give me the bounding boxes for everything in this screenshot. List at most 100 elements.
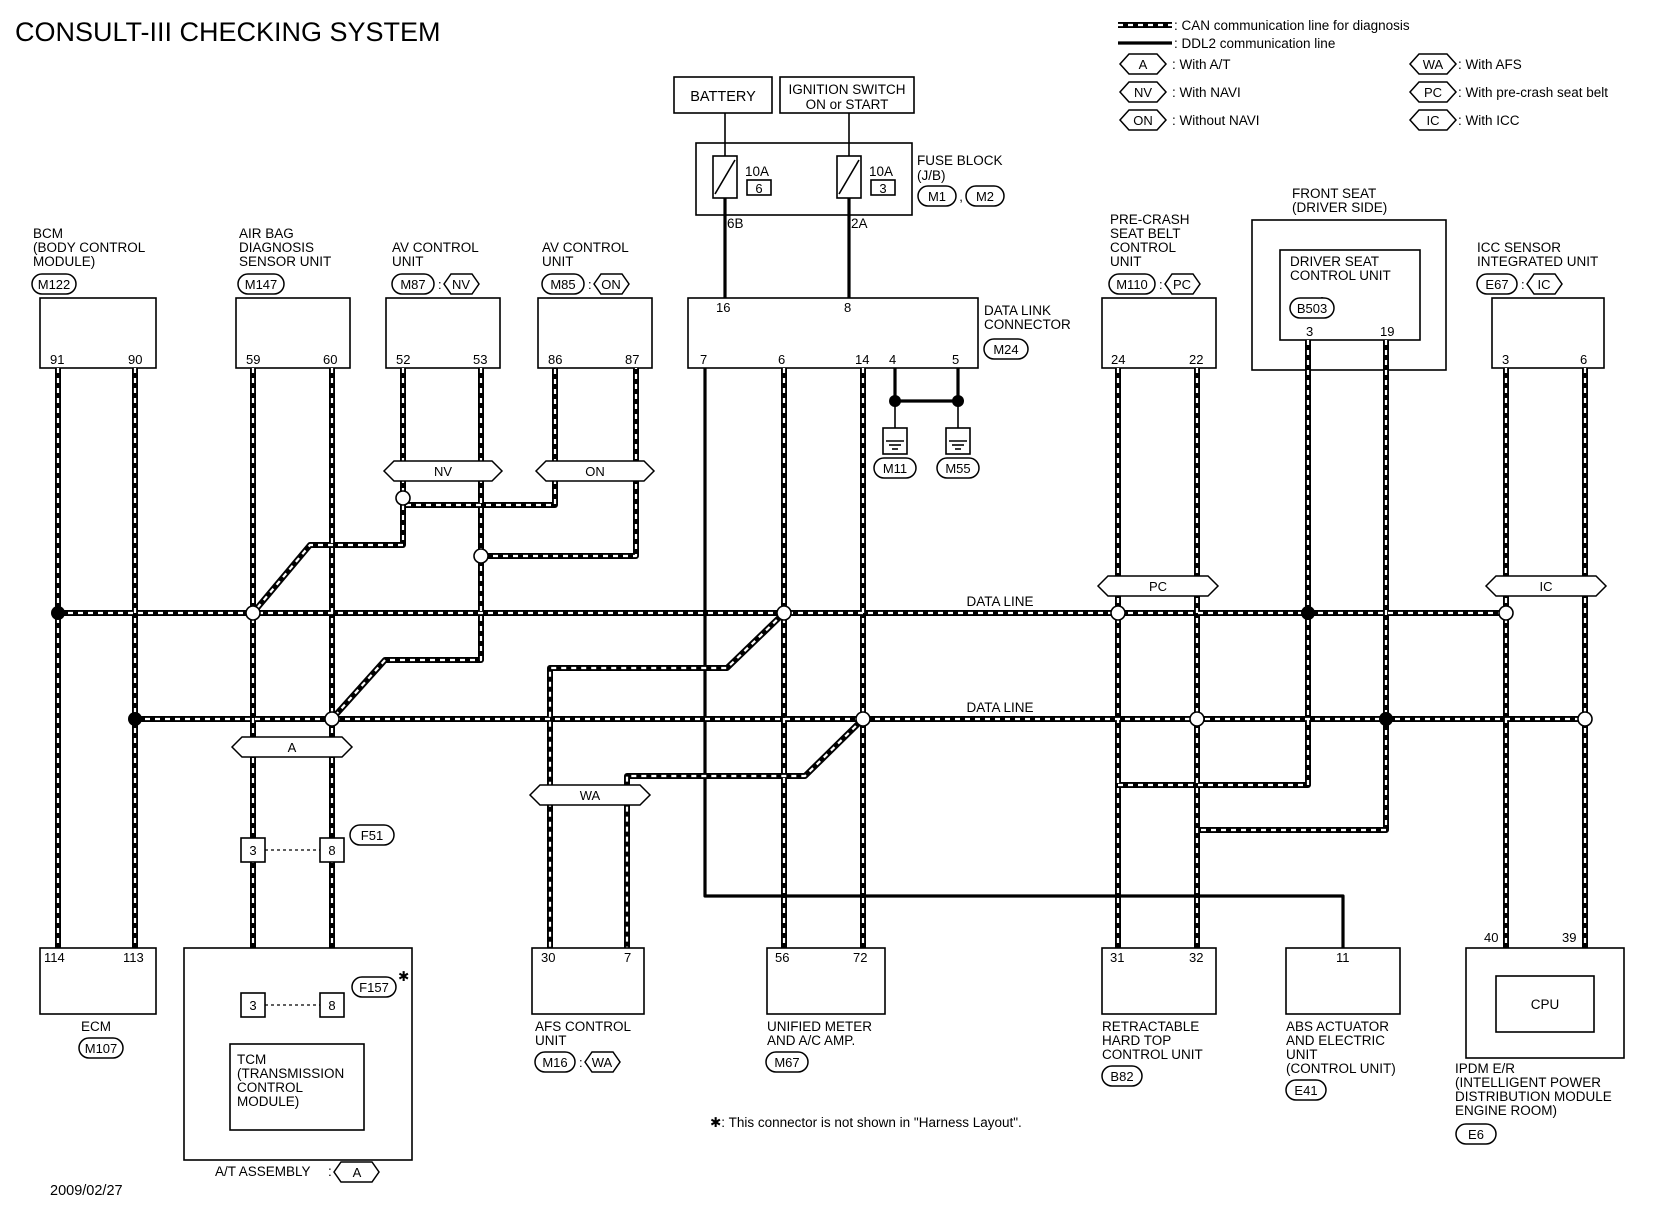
legend-opt-code: IC [1427,113,1440,128]
av-control-on-box [537,297,653,369]
connector-id: F157 [359,980,389,995]
fuse-block-label: (J/B) [917,168,946,183]
ecm-box [39,947,157,1015]
legend-opt-text: : With A/T [1172,57,1231,72]
connector-id: M122 [38,277,71,292]
retractable-hard-top-name: RETRACTABLE [1102,1019,1199,1034]
ipdm-name: (INTELLIGENT POWER [1455,1075,1601,1090]
ground-icon [945,427,971,455]
tcm-name: (TRANSMISSION [237,1066,344,1081]
connector-id: B503 [1297,301,1327,316]
pin-number: 39 [1562,930,1576,945]
pin-number: 24 [1111,352,1125,367]
ecm-name: ECM [81,1019,111,1034]
legend-opt-text: : With ICC [1458,113,1520,128]
retractable-hard-top-name: HARD TOP [1102,1033,1171,1048]
pin-number: 87 [625,352,639,367]
precrash-name: CONTROL [1110,240,1176,255]
option-marker-ic [1484,575,1608,597]
pin-number: 90 [128,352,142,367]
junction-nodes [51,490,1593,727]
unified-meter-name: UNIFIED METER [767,1019,872,1034]
fuse-block-label: FUSE BLOCK [917,153,1003,168]
pin-number: 3 [1306,324,1313,339]
airbag-name: AIR BAG [239,226,294,241]
abs-name: AND ELECTRIC [1286,1033,1385,1048]
option-marker-text: NV [434,464,452,479]
pin-number: 7 [624,950,631,965]
fuse-number: 3 [879,181,886,196]
av-control-nv-name: UNIT [392,254,424,269]
pin-number: 114 [44,950,65,965]
legend-opt-text: : With pre-crash seat belt [1458,85,1608,100]
dlc-name: CONNECTOR [984,317,1071,332]
connector-tag [917,185,957,207]
bcm-name: BCM [33,226,63,241]
connector-id: M110 [1116,277,1148,292]
pin-number: 11 [1336,950,1350,965]
fuse-amp: 10A [745,164,769,179]
fuse-amp: 10A [869,164,893,179]
pin-number: 4 [889,352,896,367]
pin-number: 8 [328,998,335,1013]
connector-id: M2 [976,189,994,204]
option-marker-wa [528,784,652,806]
connector-id: M55 [945,461,970,476]
connector-tag [965,185,1005,207]
connector-id: M147 [245,277,278,292]
driver-seat-name: CONTROL UNIT [1290,268,1391,283]
svg-text::: : [328,1164,332,1179]
svg-text::: : [588,277,592,292]
pin-number: 31 [1110,950,1124,965]
option-marker-text: IC [1540,579,1553,594]
pin-number: 22 [1189,352,1203,367]
option-marker-nv [382,460,504,482]
tcm-name: CONTROL [237,1080,303,1095]
ignition-switch-box [779,76,915,114]
svg-text::: : [579,1055,583,1070]
dlc-name: DATA LINK [984,303,1051,318]
connector-id: F51 [361,828,383,843]
airbag-box [235,297,351,369]
pin-number: 19 [1380,324,1394,339]
tcm-name: MODULE) [237,1094,299,1109]
connector-id: E67 [1485,277,1508,292]
ipdm-name: DISTRIBUTION MODULE [1455,1089,1612,1104]
connector-id: M1 [928,189,946,204]
av-control-nv-box [385,297,501,369]
option-marker-a [230,736,354,758]
abs-actuator-box [1285,947,1401,1015]
av-control-nv-name: AV CONTROL [392,240,479,255]
data-line-label: DATA LINE [966,594,1033,609]
option-marker-text: A [288,740,297,755]
pin-number: 6 [1580,352,1587,367]
legend-opt-code: ON [1133,113,1153,128]
option-marker-text: ON [585,464,605,479]
pin-number: 60 [323,352,337,367]
fuse-number: 6 [755,181,762,196]
pin-number: 8 [844,300,851,315]
unified-meter-box [766,947,886,1015]
abs-name: ABS ACTUATOR [1286,1019,1389,1034]
data-link-connector-box [687,297,979,369]
precrash-name: SEAT BELT [1110,226,1181,241]
airbag-name: DIAGNOSIS [239,240,314,255]
pin-number: 32 [1189,950,1203,965]
afs-name: UNIT [535,1033,567,1048]
abs-name: (CONTROL UNIT) [1286,1061,1396,1076]
bcm-name: MODULE) [33,254,95,269]
pin-number: 3 [249,998,256,1013]
option-marker-on [534,460,656,482]
icc-sensor-name: ICC SENSOR [1477,240,1561,255]
svg-text:,: , [959,189,963,204]
svg-text:✱: ✱ [398,969,409,984]
icc-sensor-box [1491,297,1605,369]
pin-number: 14 [855,352,869,367]
option-marker-text: PC [1149,579,1167,594]
pin-number: 40 [1484,930,1498,945]
driver-seat-name: DRIVER SEAT [1290,254,1379,269]
pin-number: 52 [396,352,410,367]
retractable-hard-top-name: CONTROL UNIT [1102,1047,1203,1062]
connector-id: E41 [1294,1083,1317,1098]
